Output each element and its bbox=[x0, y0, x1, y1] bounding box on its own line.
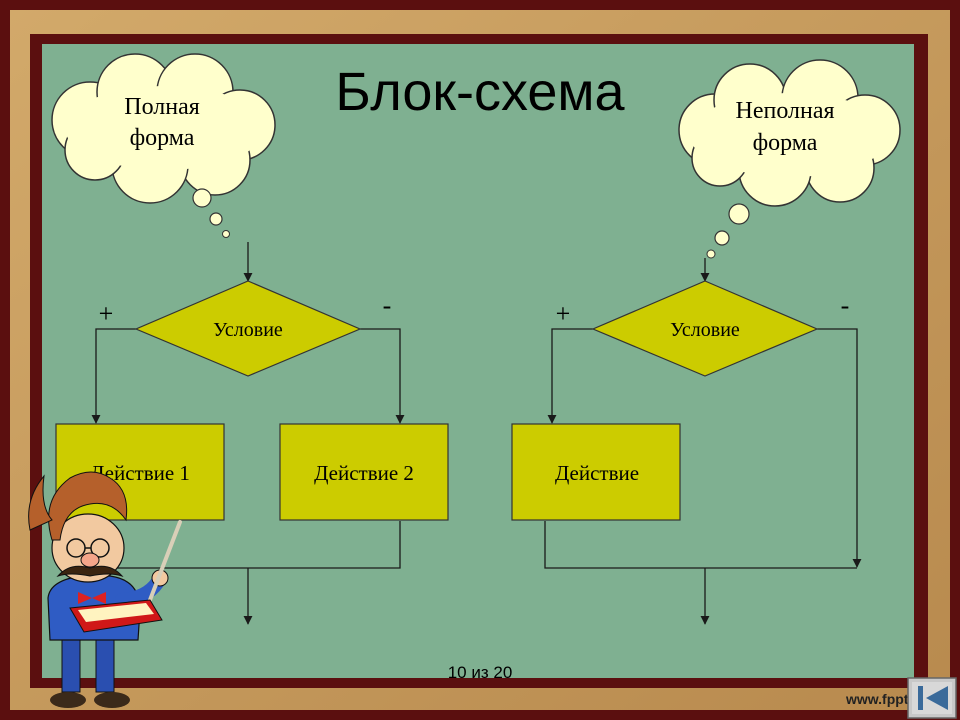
partial-plus-sign: + bbox=[556, 299, 571, 328]
slide-title: Блок-схема bbox=[335, 62, 625, 122]
full-yes-branch bbox=[91, 328, 136, 424]
full-action2-label: Действие 2 bbox=[314, 461, 414, 485]
partial-no-branch bbox=[817, 328, 862, 568]
thought-cloud-right: Неполная форма bbox=[678, 59, 901, 259]
full-no-branch bbox=[360, 328, 405, 424]
teacher-illustration bbox=[28, 471, 182, 708]
full-plus-sign: + bbox=[99, 299, 114, 328]
thought-cloud-left: Полная форма bbox=[51, 53, 276, 238]
partial-join bbox=[544, 521, 857, 569]
cloud-right-line2: форма bbox=[753, 130, 818, 156]
full-action2-block bbox=[279, 423, 449, 521]
partial-yes-branch bbox=[547, 328, 593, 424]
partial-action-block bbox=[511, 423, 681, 521]
full-minus-sign: - bbox=[383, 291, 392, 320]
partial-action-label: Действие bbox=[555, 461, 639, 485]
cloud-left-line2: форма bbox=[130, 125, 195, 151]
page-counter: 10 из 20 bbox=[448, 663, 513, 682]
full-condition-diamond bbox=[134, 280, 362, 377]
partial-minus-sign: - bbox=[841, 291, 850, 320]
cloud-right-line1: Неполная bbox=[735, 98, 834, 124]
back-triangle-icon bbox=[918, 686, 948, 710]
cloud-left-line1: Полная bbox=[124, 94, 200, 120]
partial-condition-diamond bbox=[591, 280, 819, 377]
footer-url: www.fppt. bbox=[845, 691, 912, 707]
flowchart-partial-form bbox=[544, 258, 862, 625]
partial-condition-label: Условие bbox=[670, 319, 740, 341]
back-button[interactable] bbox=[907, 677, 957, 719]
full-condition-label: Условие bbox=[213, 319, 283, 341]
